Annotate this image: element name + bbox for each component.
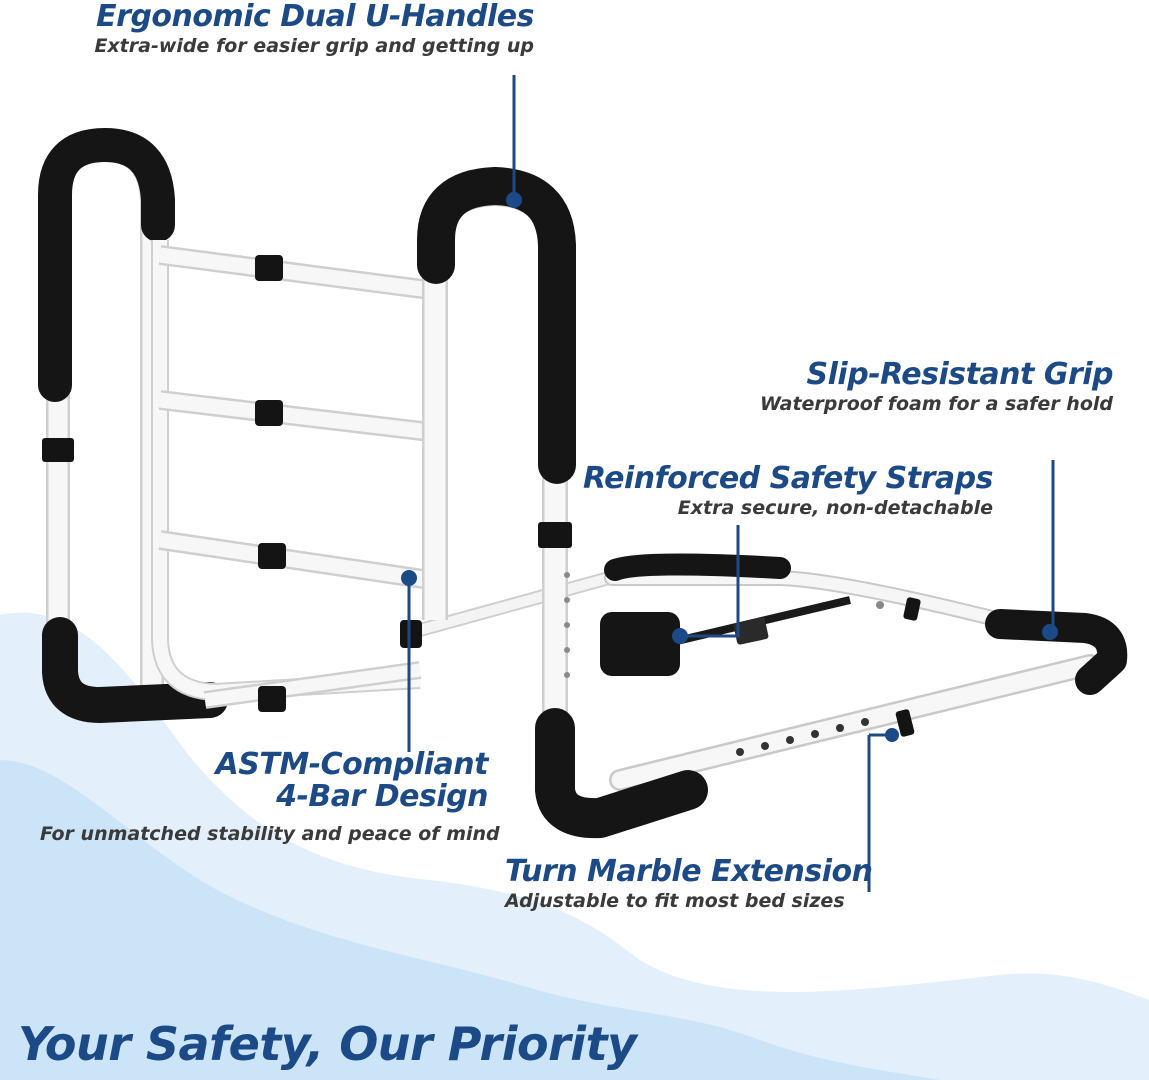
- right-u-handle: [417, 166, 708, 839]
- callout-leaders: [401, 75, 1058, 892]
- safety-strap: [600, 596, 884, 676]
- tagline: Your Safety, Our Priority: [18, 1017, 637, 1071]
- callout-astm-title-line2: 4-Bar Design: [276, 779, 488, 814]
- background-wave-mid: [0, 760, 940, 1080]
- callout-safety-straps-subtitle: Extra secure, non-detachable: [677, 497, 993, 519]
- callout-astm-design: ASTM-Compliant 4-Bar Design For unmatche…: [40, 747, 500, 846]
- callout-extension-title: Turn Marble Extension: [505, 854, 873, 889]
- callout-safety-straps: Reinforced Safety Straps Extra secure, n…: [580, 461, 994, 520]
- callout-u-handles-title: Ergonomic Dual U-Handles: [96, 0, 534, 34]
- bed-extension-frame: [413, 553, 1128, 791]
- callout-extension-subtitle: Adjustable to fit most bed sizes: [505, 890, 845, 912]
- ladder-bars: [158, 245, 432, 712]
- callout-slip-grip-title: Slip-Resistant Grip: [806, 357, 1114, 392]
- callout-u-handles: Ergonomic Dual U-Handles Extra-wide for …: [40, 0, 534, 58]
- callout-safety-straps-title: Reinforced Safety Straps: [582, 461, 994, 496]
- callout-astm-subtitle: For unmatched stability and peace of min…: [40, 823, 500, 845]
- callout-u-handles-subtitle: Extra-wide for easier grip and getting u…: [94, 35, 534, 57]
- callout-extension: Turn Marble Extension Adjustable to fit …: [505, 855, 885, 913]
- callout-slip-grip-subtitle: Waterproof foam for a safer hold: [759, 393, 1113, 415]
- callout-slip-grip: Slip-Resistant Grip Waterproof foam for …: [690, 357, 1114, 416]
- ladder-frame: [151, 240, 421, 702]
- left-u-handle: [38, 127, 228, 723]
- callout-astm-title-line1: ASTM-Compliant: [215, 747, 489, 782]
